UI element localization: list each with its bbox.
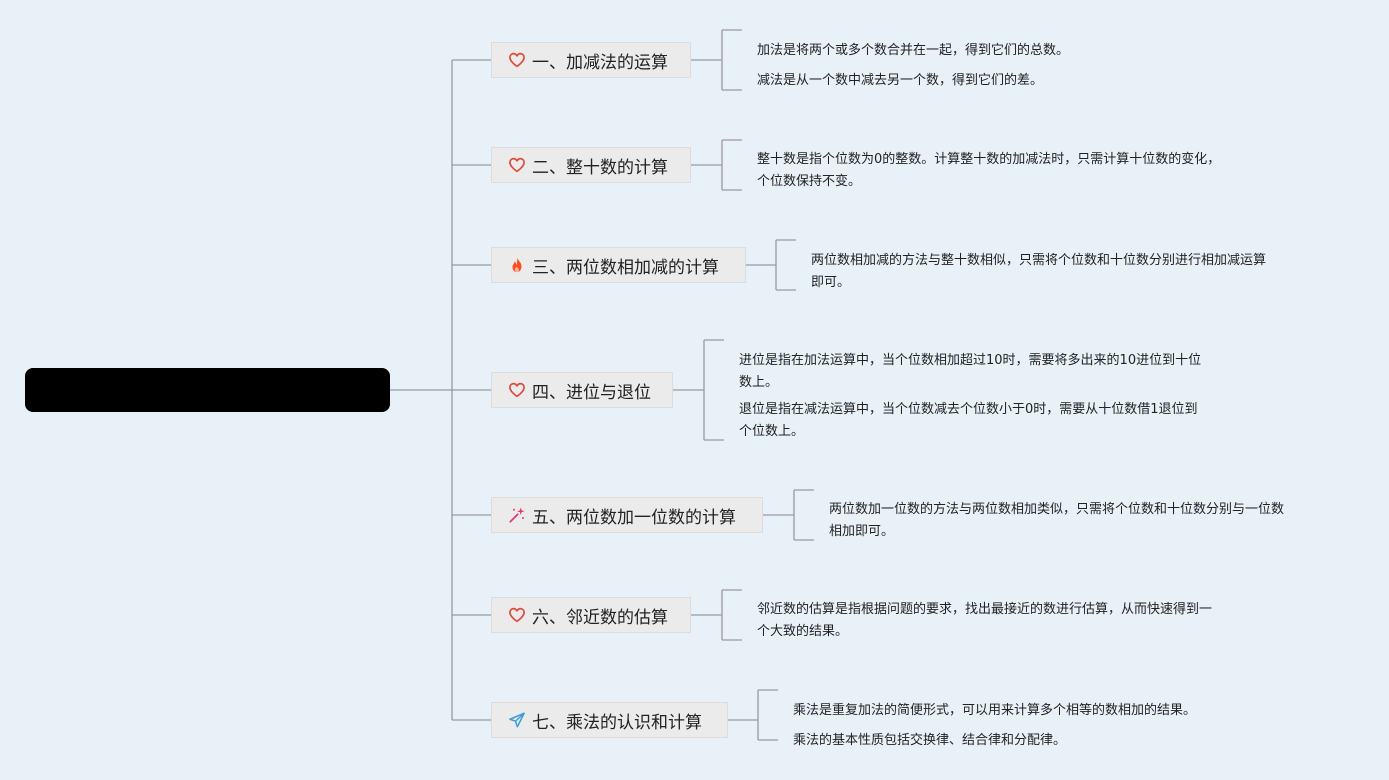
branch-3[interactable]: 三、两位数相加减的计算 xyxy=(491,247,746,283)
branch-4-title: 四、进位与退位 xyxy=(532,382,651,403)
leaf-2-1: 整十数是指个位数为0的整数。计算整十数的加减法时，只需计算十位数的变化， 个位数… xyxy=(757,152,1221,189)
heart-icon xyxy=(508,156,526,174)
sparkle-icon xyxy=(508,506,526,524)
branch-5[interactable]: 五、两位数加一位数的计算 xyxy=(491,497,763,533)
heart-icon xyxy=(508,606,526,624)
leaf-7-2: 乘法的基本性质包括交换律、结合律和分配律。 xyxy=(793,733,1067,748)
fire-icon xyxy=(508,256,526,274)
branch-7-title: 七、乘法的认识和计算 xyxy=(532,712,702,733)
branch-1-title: 一、加减法的运算 xyxy=(532,52,668,73)
leaf-5-1: 两位数加一位数的方法与两位数相加类似，只需将个位数和十位数分别与一位数 相加即可… xyxy=(829,502,1285,539)
leaf-7-1: 乘法是重复加法的简便形式，可以用来计算多个相等的数相加的结果。 xyxy=(793,703,1197,718)
branch-2-title: 二、整十数的计算 xyxy=(532,157,668,178)
paper-plane-icon xyxy=(508,711,526,729)
root-node[interactable] xyxy=(25,368,390,412)
leaf-3-1: 两位数相加减的方法与整十数相似，只需将个位数和十位数分别进行相加减运算 即可。 xyxy=(811,253,1267,290)
leaf-4-2: 退位是指在减法运算中，当个位数减去个位数小于0时，需要从十位数借1退位到 个位数… xyxy=(739,402,1198,439)
leaf-1-2: 减法是从一个数中减去另一个数，得到它们的差。 xyxy=(757,73,1044,88)
branch-5-title: 五、两位数加一位数的计算 xyxy=(532,507,736,528)
branch-4[interactable]: 四、进位与退位 xyxy=(491,372,673,408)
branch-2[interactable]: 二、整十数的计算 xyxy=(491,147,691,183)
branch-3-title: 三、两位数相加减的计算 xyxy=(532,257,719,278)
branch-7[interactable]: 七、乘法的认识和计算 xyxy=(491,702,728,738)
heart-icon xyxy=(508,51,526,69)
leaf-6-1: 邻近数的估算是指根据问题的要求，找出最接近的数进行估算，从而快速得到一 个大致的… xyxy=(757,602,1213,639)
leaf-1-1: 加法是将两个或多个数合并在一起，得到它们的总数。 xyxy=(757,43,1070,58)
leaf-4-1: 进位是指在加法运算中，当个位数相加超过10时，需要将多出来的10进位到十位 数上… xyxy=(739,353,1202,390)
branch-6-title: 六、邻近数的估算 xyxy=(532,607,668,628)
branch-6[interactable]: 六、邻近数的估算 xyxy=(491,597,691,633)
branch-1[interactable]: 一、加减法的运算 xyxy=(491,42,691,78)
heart-icon xyxy=(508,381,526,399)
